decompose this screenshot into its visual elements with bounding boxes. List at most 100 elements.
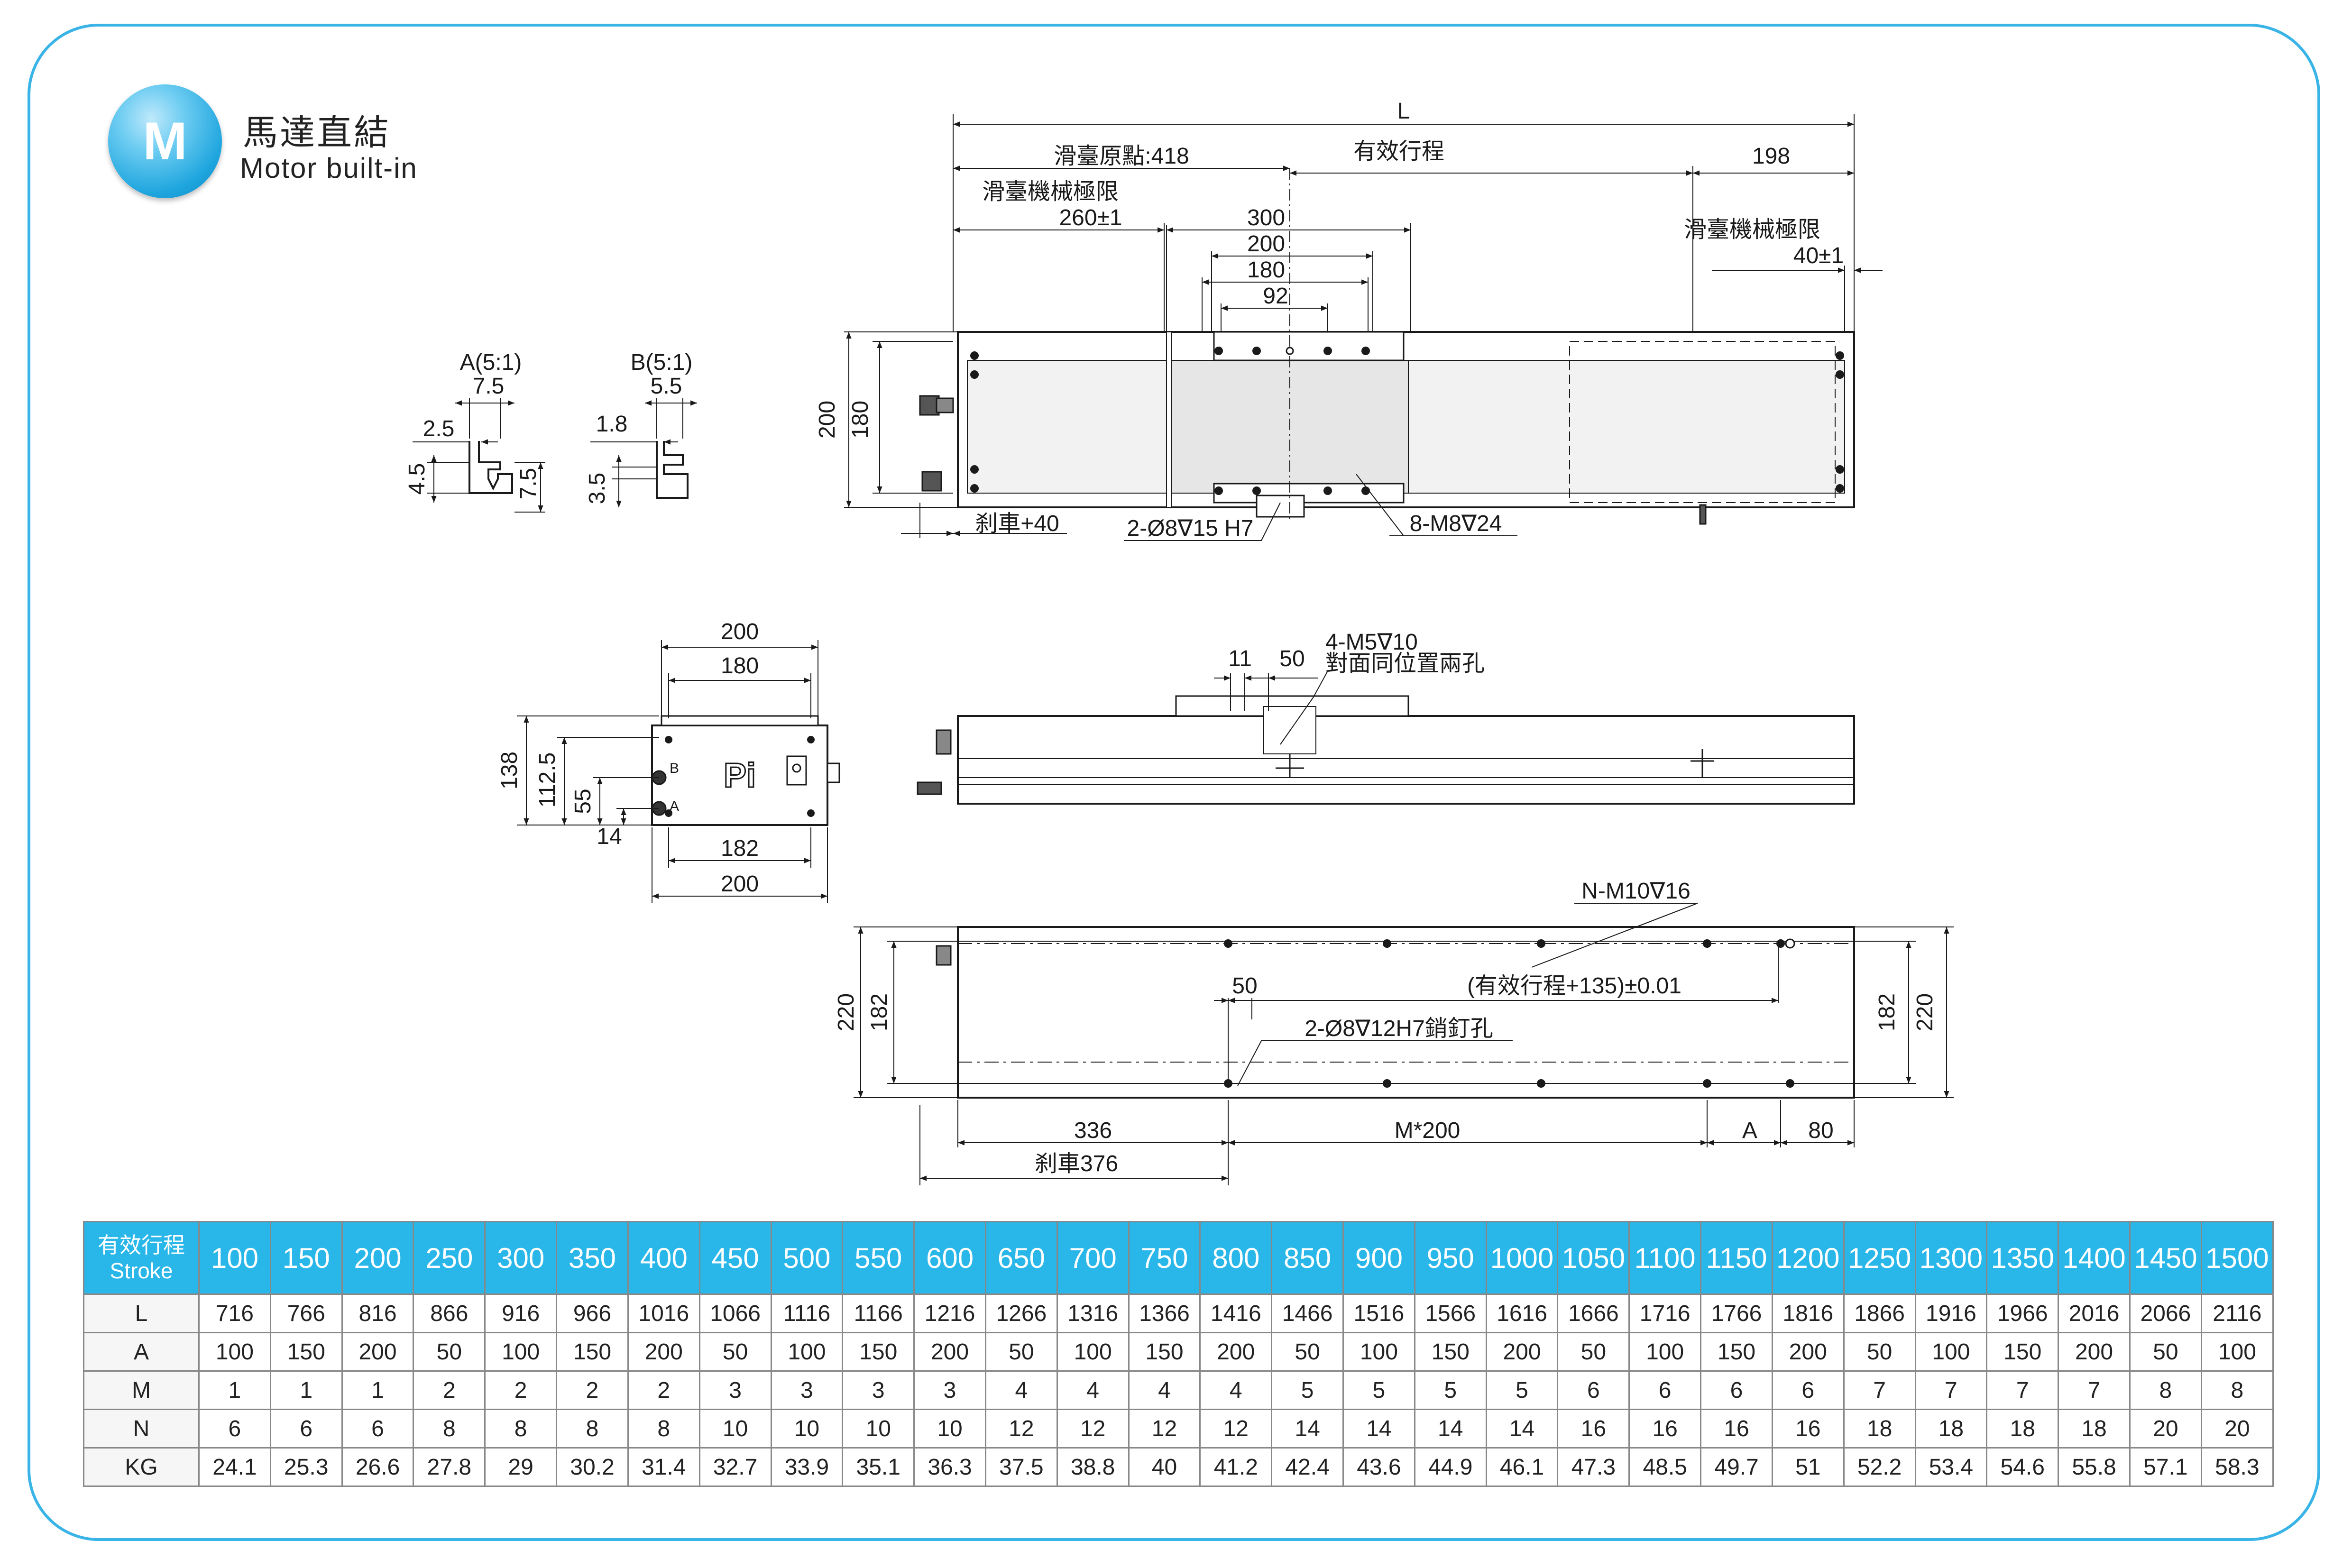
detail-b xyxy=(590,398,697,507)
table-cell: 1 xyxy=(198,1370,271,1410)
table-cell: 47.3 xyxy=(1557,1447,1630,1487)
stroke-header-10: 600 xyxy=(913,1221,986,1295)
stroke-header-9: 550 xyxy=(842,1221,915,1295)
stroke-header-14: 800 xyxy=(1199,1221,1273,1295)
end-top-200: 200 xyxy=(721,619,759,644)
table-cell: 100 xyxy=(198,1332,271,1372)
table-cell: 2016 xyxy=(2058,1293,2131,1333)
stroke-header-15: 850 xyxy=(1271,1221,1344,1295)
stroke-header-17: 950 xyxy=(1414,1221,1487,1295)
table-cell: 2 xyxy=(556,1370,629,1410)
detail-b-h: 3.5 xyxy=(585,473,610,504)
side-view xyxy=(917,670,1855,805)
table-cell: 12 xyxy=(1056,1409,1130,1449)
section-badge: M xyxy=(108,84,222,198)
dim-300: 300 xyxy=(1247,205,1285,230)
table-cell: 200 xyxy=(2058,1332,2131,1372)
table-cell: 4 xyxy=(1199,1370,1273,1410)
table-cell: 50 xyxy=(1271,1332,1344,1372)
table-cell: 200 xyxy=(627,1332,700,1372)
table-cell: 2 xyxy=(413,1370,486,1410)
table-cell: 33.9 xyxy=(770,1447,844,1487)
table-cell: 766 xyxy=(269,1293,343,1333)
detail-b-title: B(5:1) xyxy=(631,350,693,375)
table-cell: 35.1 xyxy=(842,1447,915,1487)
stroke-header-7: 450 xyxy=(698,1221,772,1295)
table-cell: 8 xyxy=(556,1409,629,1449)
detail-a xyxy=(413,398,545,513)
stroke-header-1: 150 xyxy=(269,1221,343,1295)
end-view xyxy=(517,640,840,903)
table-cell: 10 xyxy=(913,1409,986,1449)
table-cell: 14 xyxy=(1485,1409,1559,1449)
bottom-dA: A xyxy=(1742,1118,1757,1143)
table-cell: 8 xyxy=(2200,1370,2274,1410)
stroke-header-16: 900 xyxy=(1342,1221,1415,1295)
stroke-header-4: 300 xyxy=(484,1221,558,1295)
table-cell: 55.8 xyxy=(2058,1447,2131,1487)
stroke-header-6: 400 xyxy=(627,1221,700,1295)
table-cell: 6 xyxy=(1700,1370,1773,1410)
table-cell: 50 xyxy=(413,1332,486,1372)
limit-left-value: 260±1 xyxy=(1059,205,1122,230)
bottom-d80: 80 xyxy=(1808,1118,1833,1143)
section-title-en: Motor built-in xyxy=(240,152,418,184)
table-cell: 150 xyxy=(269,1332,343,1372)
table-cell: 18 xyxy=(1843,1409,1916,1449)
stroke-header-en: Stroke xyxy=(110,1258,173,1283)
table-cell: 100 xyxy=(484,1332,558,1372)
table-cell: 150 xyxy=(842,1332,915,1372)
table-cell: 1 xyxy=(269,1370,343,1410)
table-cell: 52.2 xyxy=(1843,1447,1916,1487)
table-cell: 1916 xyxy=(1914,1293,1988,1333)
table-cell: 1216 xyxy=(913,1293,986,1333)
table-cell: 200 xyxy=(341,1332,414,1372)
bottom-view-labels: N-M10∇16 (有效行程+135)±0.01 50 2-Ø8∇12H7銷釘孔… xyxy=(834,879,1938,1176)
end-label-a: A xyxy=(670,798,679,814)
table-cell: 1566 xyxy=(1414,1293,1487,1333)
end-h-138: 138 xyxy=(497,752,522,789)
table-cell: 50 xyxy=(1843,1332,1916,1372)
table-cell: 100 xyxy=(1056,1332,1130,1372)
table-cell: 8 xyxy=(413,1409,486,1449)
end-bottom-200: 200 xyxy=(721,871,759,897)
table-cell: 916 xyxy=(484,1293,558,1333)
end-h-55: 55 xyxy=(570,789,596,814)
table-cell: 31.4 xyxy=(627,1447,700,1487)
stroke-header-21: 1150 xyxy=(1700,1221,1773,1295)
table-cell: 50 xyxy=(984,1332,1058,1372)
table-cell: 2 xyxy=(627,1370,700,1410)
table-cell: 200 xyxy=(1199,1332,1273,1372)
stroke-header-13: 750 xyxy=(1128,1221,1201,1295)
table-cell: 20 xyxy=(2129,1409,2202,1449)
dim-200: 200 xyxy=(1247,231,1285,257)
table-cell: 18 xyxy=(1986,1409,2059,1449)
table-cell: 4 xyxy=(1056,1370,1130,1410)
table-cell: 6 xyxy=(198,1409,271,1449)
table-cell: 50 xyxy=(1557,1332,1630,1372)
stroke-header-5: 350 xyxy=(556,1221,629,1295)
table-cell: 3 xyxy=(698,1370,772,1410)
table-cell: 200 xyxy=(1771,1332,1845,1372)
bottom-pin-note: 2-Ø8∇12H7銷釘孔 xyxy=(1305,1016,1493,1041)
table-cell: 6 xyxy=(1628,1370,1702,1410)
table-cell: 6 xyxy=(1771,1370,1845,1410)
table-cell: 2 xyxy=(484,1370,558,1410)
detail-b-w2: 1.8 xyxy=(596,412,628,437)
table-cell: 30.2 xyxy=(556,1447,629,1487)
stroke-header-3: 250 xyxy=(413,1221,486,1295)
table-cell: 100 xyxy=(1628,1332,1702,1372)
stroke-header-23: 1250 xyxy=(1843,1221,1916,1295)
table-cell: 1416 xyxy=(1199,1293,1273,1333)
table-cell: 37.5 xyxy=(984,1447,1058,1487)
end-h-14: 14 xyxy=(597,824,622,849)
table-cell: 36.3 xyxy=(913,1447,986,1487)
table-cell: 46.1 xyxy=(1485,1447,1559,1487)
technical-drawings: L 滑臺原點:418 有效行程 198 滑臺機械極限 260±1 滑臺機械極限 … xyxy=(404,99,1954,1185)
table-cell: 1666 xyxy=(1557,1293,1630,1333)
detail-b-w: 5.5 xyxy=(651,374,682,399)
dim-stroke: 有效行程 xyxy=(1353,139,1444,164)
table-cell: 150 xyxy=(1128,1332,1201,1372)
